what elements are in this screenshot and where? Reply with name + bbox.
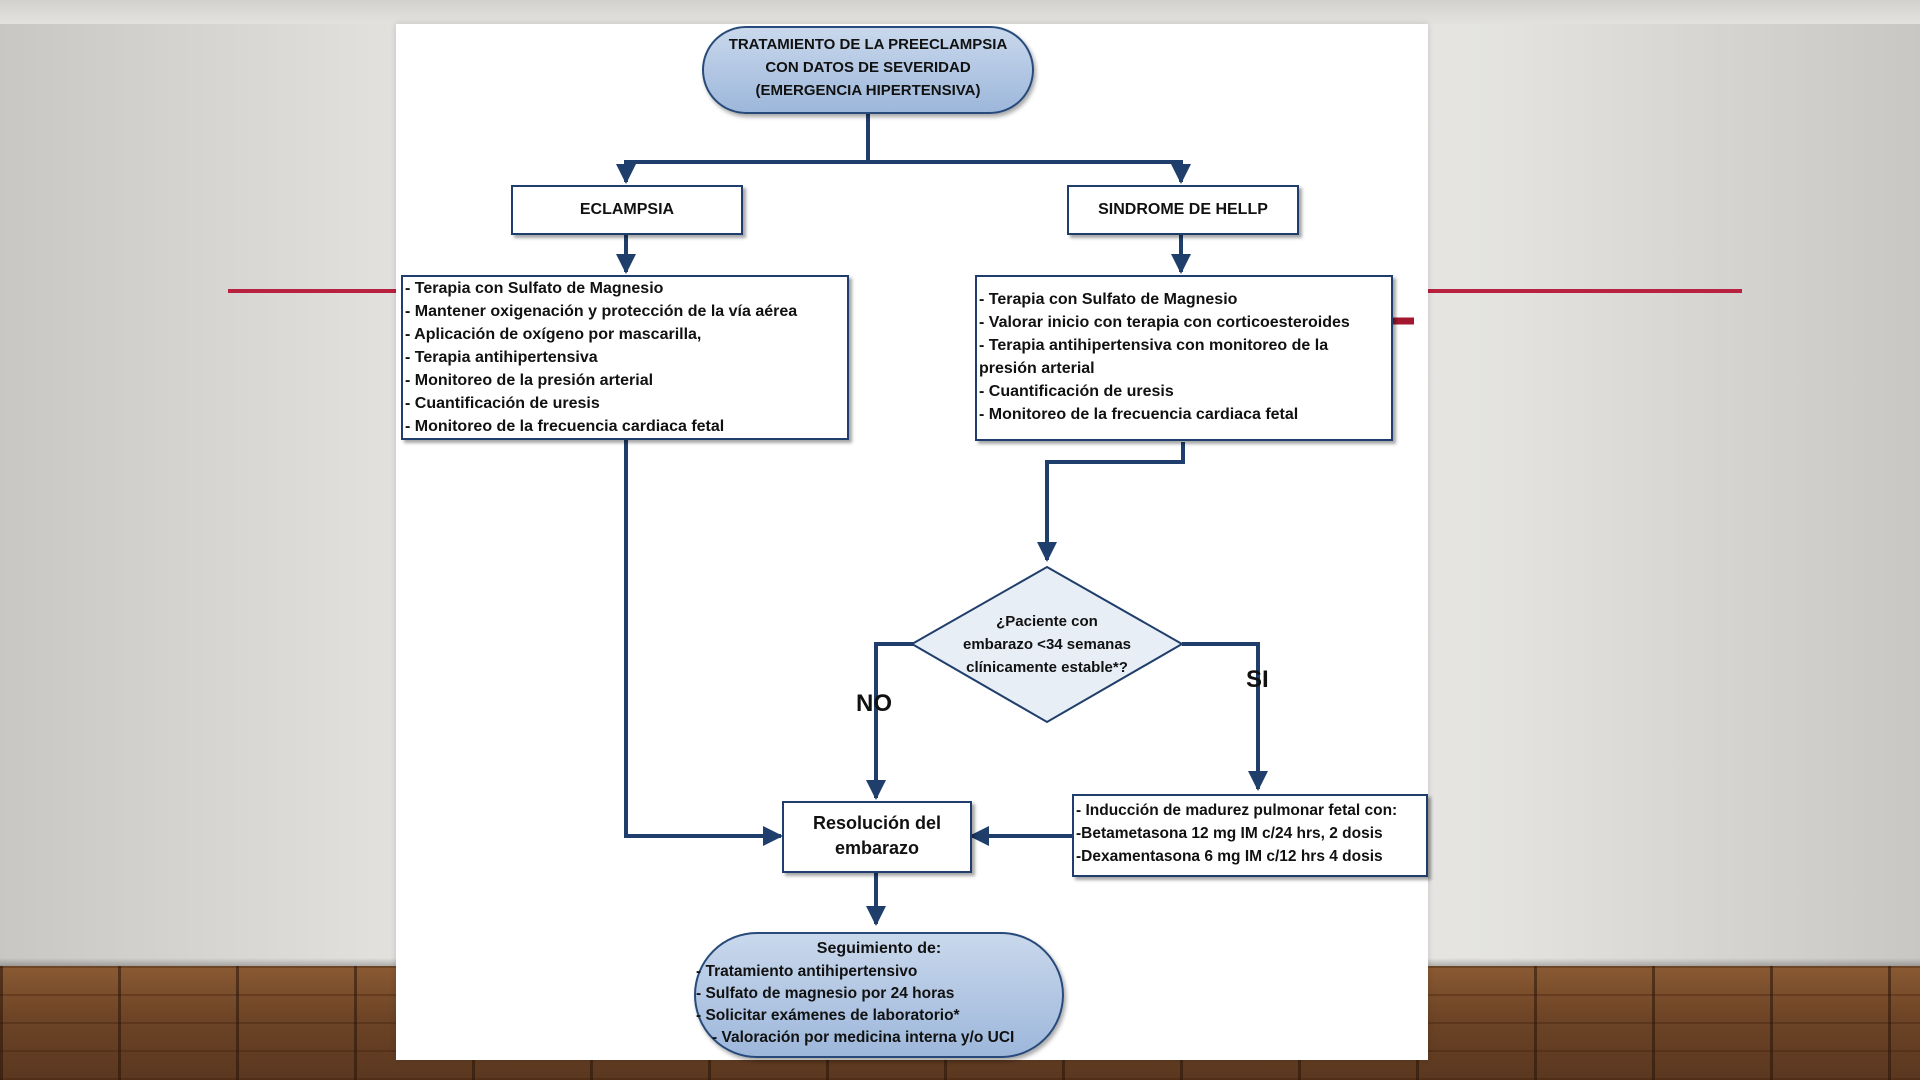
maturation-box (1072, 794, 1428, 877)
title-line-1: TRATAMIENTO DE LA PREECLAMPSIA (728, 36, 1008, 53)
hellp-box (1067, 185, 1299, 235)
flowchart-slide: TRATAMIENTO DE LA PREECLAMPSIA CON DATOS… (396, 24, 1428, 1060)
hellp-treatment-box (975, 275, 1393, 441)
maturation-item: - Inducción de madurez pulmonar fetal co… (1076, 802, 1398, 819)
eclampsia-item: - Monitoreo de la frecuencia cardiaca fe… (405, 418, 725, 435)
decision-line-1: ¿Paciente con (996, 613, 1098, 630)
eclampsia-box (511, 185, 743, 235)
no-label: NO (856, 690, 892, 717)
si-label: SI (1246, 666, 1269, 693)
maturation-item: -Dexamentasona 6 mg IM c/12 hrs 4 dosis (1076, 848, 1383, 865)
connector-eclampsia-to-resolution (624, 440, 783, 846)
resolution-line-1: Resolución del (812, 813, 942, 833)
decision-text: ¿Paciente con embarazo <34 semanas clíni… (932, 610, 1162, 679)
title-text: TRATAMIENTO DE LA PREECLAMPSIA CON DATOS… (702, 33, 1034, 102)
eclampsia-treatment-list: - Terapia con Sulfato de Magnesio - Mant… (405, 277, 845, 438)
eclampsia-item: - Mantener oxigenación y protección de l… (405, 303, 798, 320)
accent-line-right (1426, 289, 1742, 293)
eclampsia-item: - Monitoreo de la presión arterial (405, 372, 654, 389)
title-line-2: CON DATOS DE SEVERIDAD (765, 59, 971, 76)
connector-decision-no (866, 642, 916, 800)
accent-line-left (228, 289, 398, 293)
maturation-item: -Betametasona 12 mg IM c/24 hrs, 2 dosis (1076, 825, 1383, 842)
resolution-text: Resolución del embarazo (782, 811, 972, 861)
wall-top-band (0, 0, 1920, 24)
decision-diamond (909, 565, 1185, 724)
followup-list: - Tratamiento antihipertensivo - Sulfato… (696, 961, 1062, 1049)
decision-line-2: embarazo <34 semanas (962, 636, 1132, 653)
followup-item: - Tratamiento antihipertensivo (696, 963, 918, 980)
maturation-list: - Inducción de madurez pulmonar fetal co… (1076, 799, 1426, 868)
followup-item: - Valoración por medicina interna y/o UC… (712, 1029, 1015, 1046)
connector-decision-si (1182, 642, 1268, 791)
decision-line-3: clínicamente estable*? (966, 659, 1128, 676)
hellp-label: SINDROME DE HELLP (1098, 201, 1268, 218)
hellp-item: - Terapia con Sulfato de Magnesio (979, 291, 1238, 308)
resolution-line-2: embarazo (834, 838, 920, 858)
resolution-box (782, 801, 972, 873)
hellp-treatment-list: - Terapia con Sulfato de Magnesio - Valo… (979, 288, 1359, 426)
hellp-item: - Terapia antihipertensiva con monitoreo… (979, 337, 1329, 377)
connector-to-hellp (868, 160, 1191, 184)
hellp-item: - Monitoreo de la frecuencia cardiaca fe… (979, 406, 1299, 423)
title-line-3: (EMERGENCIA HIPERTENSIVA) (755, 82, 981, 99)
followup-pill (694, 932, 1064, 1058)
flowchart-connectors (616, 112, 1414, 926)
followup-item: - Solicitar exámenes de laboratorio* (696, 1007, 960, 1024)
connector-to-eclampsia (616, 160, 868, 184)
title-pill (702, 26, 1034, 114)
eclampsia-item: - Aplicación de oxígeno por mascarilla, (405, 326, 702, 343)
hellp-item: - Valorar inicio con terapia con cortico… (979, 314, 1350, 331)
eclampsia-item: - Terapia con Sulfato de Magnesio (405, 280, 664, 297)
eclampsia-label: ECLAMPSIA (579, 201, 675, 218)
followup-item: - Sulfato de magnesio por 24 horas (696, 985, 955, 1002)
eclampsia-item: - Terapia antihipertensiva (405, 349, 598, 366)
eclampsia-treatment-box (401, 275, 849, 440)
connector-hellp-to-decision (1037, 442, 1185, 562)
hellp-item: - Cuantificación de uresis (979, 383, 1174, 400)
followup-title: Seguimiento de: (816, 940, 942, 957)
eclampsia-item: - Cuantificación de uresis (405, 395, 600, 412)
